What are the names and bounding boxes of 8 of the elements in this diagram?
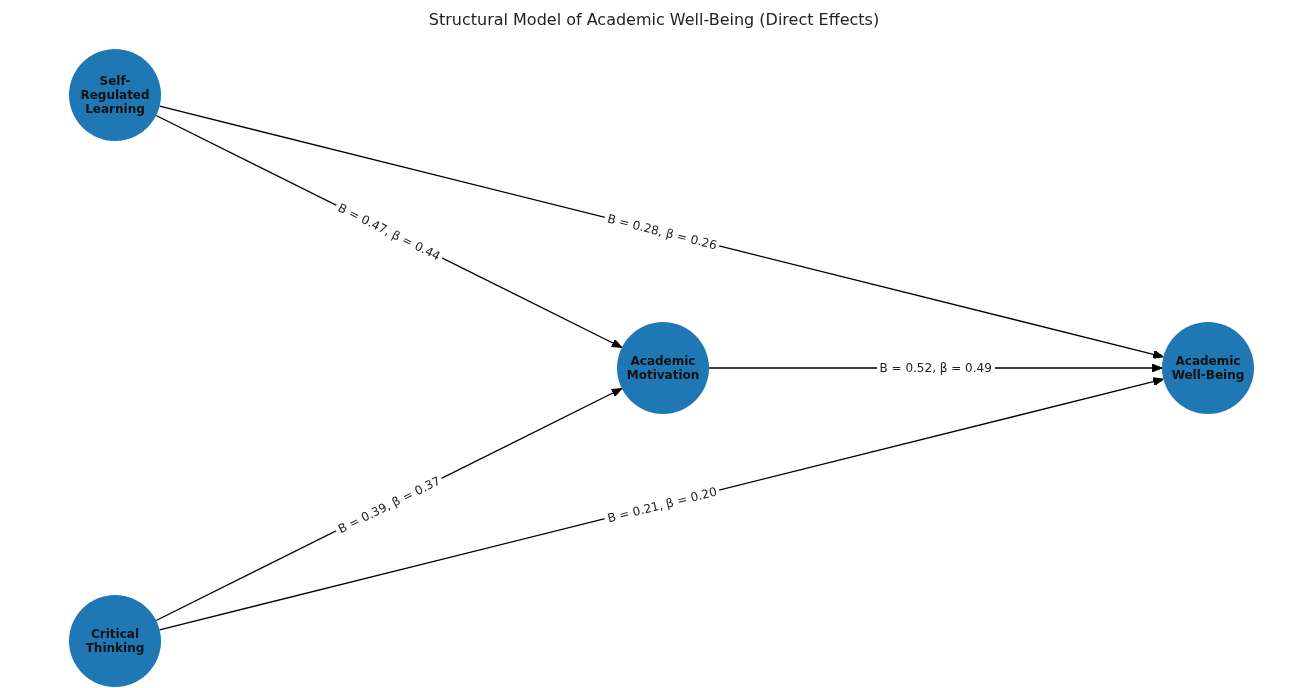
node-label: Self-Regulated Learning (79, 74, 151, 116)
arrow (159, 377, 1164, 631)
node-label: Academic Well-Being (1170, 354, 1246, 382)
edge-label: B = 0.52, β = 0.49 (876, 361, 995, 375)
chart-title: Structural Model of Academic Well-Being (Direct Effects) (427, 10, 881, 29)
node-label: Academic Motivation (625, 354, 701, 382)
arrow (159, 105, 1164, 359)
node-label: Critical Thinking (84, 627, 146, 655)
